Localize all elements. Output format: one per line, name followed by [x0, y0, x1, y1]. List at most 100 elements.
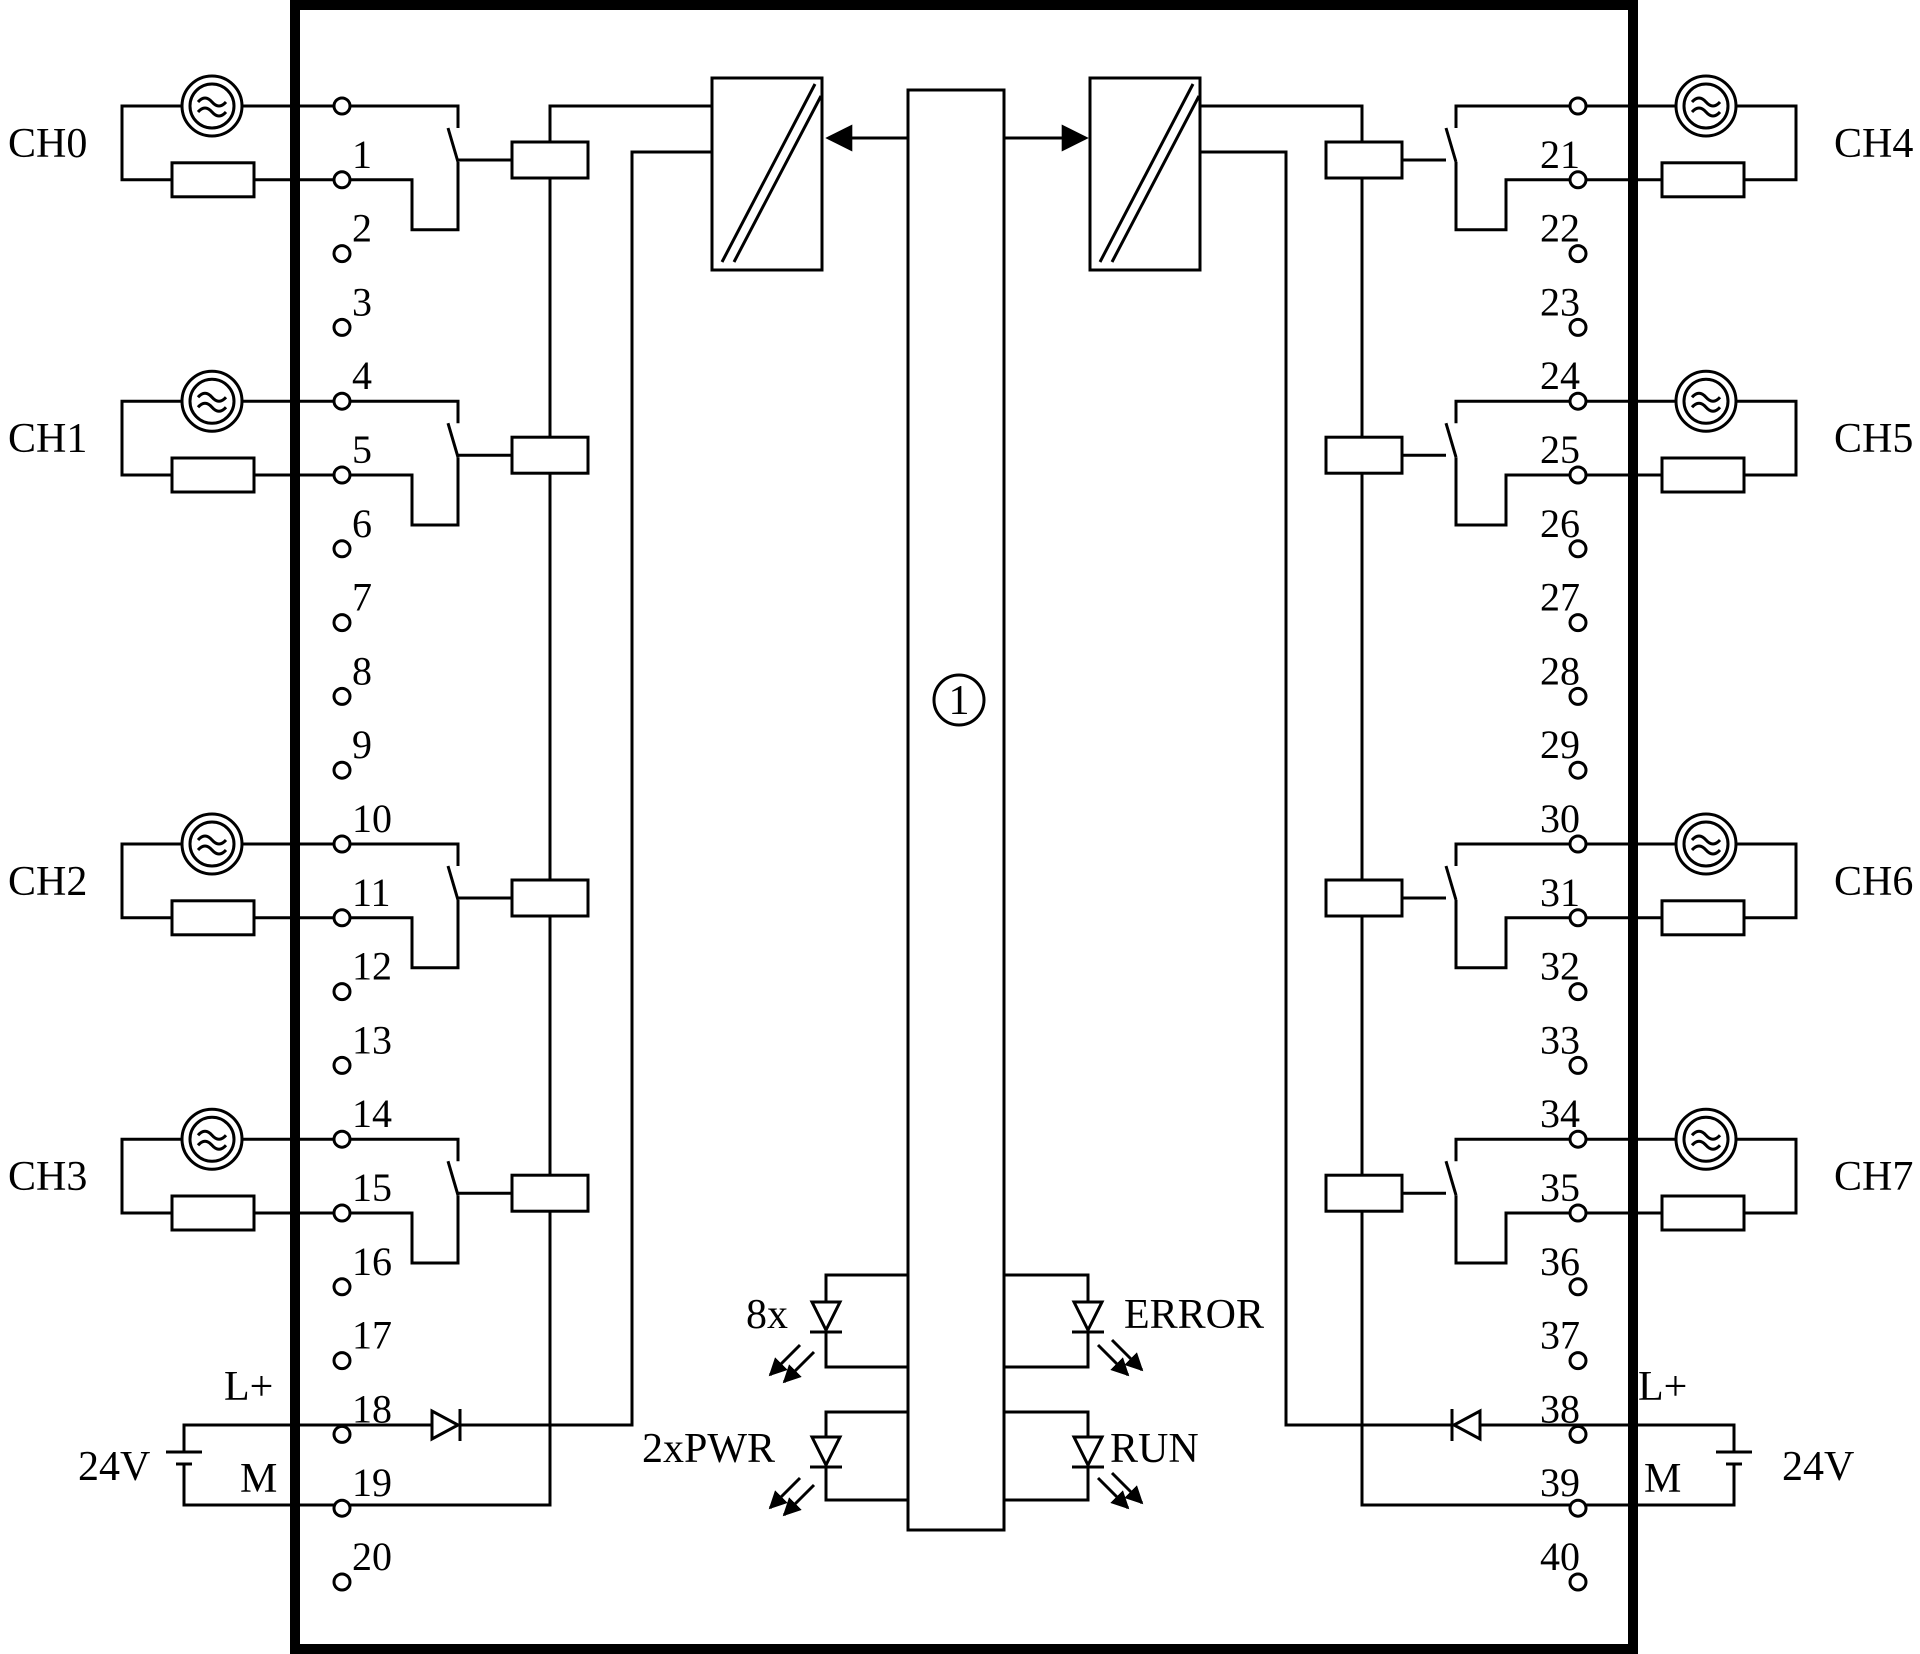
relay-coil	[510, 140, 590, 180]
terminal-number: 2	[352, 206, 372, 251]
terminal-number: 40	[1540, 1534, 1580, 1579]
terminal-point	[332, 170, 352, 190]
optocoupler-right	[1088, 76, 1202, 272]
right-m-label: M	[1644, 1456, 1681, 1502]
power-supply-left	[166, 1423, 342, 1507]
terminal-number: 31	[1540, 870, 1580, 915]
terminal-number: 6	[352, 501, 372, 546]
power-supply-right	[1574, 1423, 1752, 1507]
channel-circuit-right: CH6	[1324, 812, 1913, 970]
terminal-number: 26	[1540, 501, 1580, 546]
terminal-point	[1568, 982, 1588, 1002]
channel-circuit-left: CH2	[8, 812, 590, 970]
led-icon	[768, 1435, 843, 1517]
terminal-point	[332, 1498, 352, 1518]
backplane-bus: 1	[906, 88, 1006, 1532]
terminal-number: 7	[352, 575, 372, 620]
terminal-point	[332, 1203, 352, 1223]
left-lplus-label: L+	[224, 1364, 273, 1410]
channel-leds-label: 8x	[746, 1292, 788, 1338]
terminal-point	[332, 613, 352, 633]
load-resistor-icon	[1660, 456, 1746, 494]
left-m-label: M	[240, 1456, 277, 1502]
channel-label: CH6	[1834, 859, 1913, 905]
terminal-point	[332, 1055, 352, 1075]
module-housing	[290, 0, 1638, 1654]
terminal-point	[1568, 1424, 1588, 1444]
terminal-number: 20	[352, 1534, 392, 1579]
terminal-point	[1568, 391, 1588, 411]
led-icon	[768, 1300, 843, 1384]
load-resistor-icon	[170, 899, 256, 937]
terminal-number: 21	[1540, 132, 1580, 177]
terminal-strip: 1234567891011121314151617181920212223242…	[332, 96, 1588, 1592]
channel-label: CH3	[8, 1154, 87, 1200]
terminal-number: 24	[1540, 353, 1580, 398]
terminal-number: 16	[352, 1239, 392, 1284]
terminal-number: 36	[1540, 1239, 1580, 1284]
channel-circuit-left: CH1	[8, 369, 590, 527]
terminal-number: 11	[352, 870, 391, 915]
terminal-number: 1	[352, 132, 372, 177]
terminal-number: 3	[352, 279, 372, 324]
right-lplus-label: L+	[1638, 1364, 1687, 1410]
terminal-number: 22	[1540, 206, 1580, 251]
terminal-point	[332, 244, 352, 264]
relay-coil	[510, 878, 590, 918]
terminal-number: 25	[1540, 427, 1580, 472]
terminal-point	[1568, 1498, 1588, 1518]
terminal-point	[332, 982, 352, 1002]
channel-label: CH7	[1834, 1154, 1913, 1200]
load-resistor-icon	[1660, 161, 1746, 199]
terminal-number: 39	[1540, 1460, 1580, 1505]
power-leds-label: 2xPWR	[642, 1426, 775, 1472]
terminal-point	[1568, 1572, 1588, 1592]
terminal-point	[1568, 539, 1588, 559]
load-resistor-icon	[170, 1194, 256, 1232]
load-resistor-icon	[170, 456, 256, 494]
relay-coil	[510, 435, 590, 475]
terminal-number: 33	[1540, 1017, 1580, 1062]
load-resistor-icon	[1660, 1194, 1746, 1232]
terminal-point	[1568, 1203, 1588, 1223]
terminal-point	[332, 1129, 352, 1149]
terminal-point	[1568, 96, 1588, 116]
terminal-point	[332, 760, 352, 780]
terminal-point	[332, 465, 352, 485]
terminal-point	[1568, 1277, 1588, 1297]
error-led-label: ERROR	[1124, 1292, 1264, 1338]
terminal-point	[332, 96, 352, 116]
terminal-point	[1568, 465, 1588, 485]
terminal-number: 37	[1540, 1313, 1580, 1358]
channel-label: CH4	[1834, 121, 1913, 167]
terminal-number: 17	[352, 1313, 392, 1358]
terminal-point	[1568, 686, 1588, 706]
terminal-point	[332, 317, 352, 337]
terminal-number: 13	[352, 1017, 392, 1062]
optocoupler-left	[710, 76, 824, 272]
terminal-point	[332, 834, 352, 854]
terminal-point	[1568, 1351, 1588, 1371]
channel-circuit-right: CH5	[1324, 369, 1913, 527]
terminal-point	[1568, 244, 1588, 264]
terminal-point	[332, 1277, 352, 1297]
terminal-number: 23	[1540, 279, 1580, 324]
channel-circuit-right: CH4	[1324, 74, 1913, 232]
terminal-point	[1568, 613, 1588, 633]
terminal-number: 38	[1540, 1386, 1580, 1431]
channel-label: CH5	[1834, 416, 1913, 462]
terminal-point	[1568, 1129, 1588, 1149]
relay-coil	[1324, 878, 1404, 918]
channel-label: CH1	[8, 416, 87, 462]
terminal-point	[332, 1424, 352, 1444]
diode-left	[430, 1408, 462, 1442]
terminal-number: 14	[352, 1091, 392, 1136]
left-voltage-label: 24V	[78, 1444, 150, 1490]
terminal-number: 9	[352, 722, 372, 767]
terminal-number: 12	[352, 944, 392, 989]
terminal-number: 10	[352, 796, 392, 841]
terminal-number: 32	[1540, 944, 1580, 989]
right-voltage-label: 24V	[1782, 1444, 1854, 1490]
terminal-point	[1568, 760, 1588, 780]
